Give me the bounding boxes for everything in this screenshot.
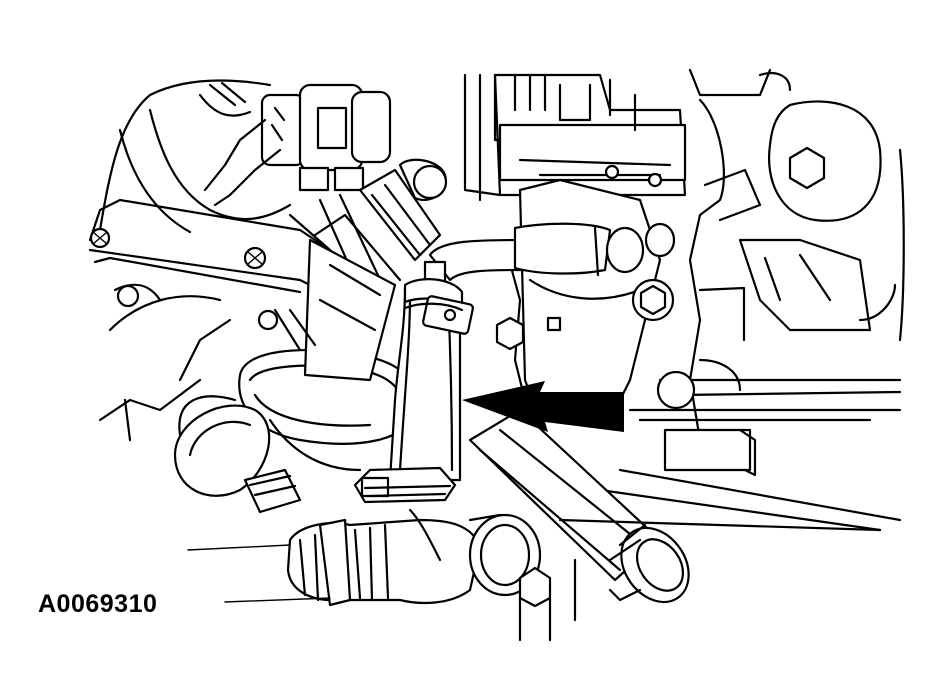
fitting-bolt <box>518 566 552 642</box>
manifold-lower <box>98 283 362 514</box>
bracket-bolt-center <box>243 246 267 270</box>
hose-bracket-bolt <box>495 316 525 351</box>
lower-hose-clamp <box>353 466 457 504</box>
bracket-bolt-left <box>89 227 111 249</box>
electrical-connector <box>203 83 392 207</box>
vertical-hose <box>388 260 464 482</box>
outlet-fitting <box>286 508 542 607</box>
intake-housing <box>88 79 332 294</box>
diagonal-pipe <box>468 408 690 604</box>
lower-right-lines <box>558 518 882 622</box>
valve-body <box>463 73 687 202</box>
upper-hose <box>428 222 676 282</box>
leader-lines <box>187 544 331 603</box>
upper-hose-clamp <box>403 295 474 335</box>
egr-pipe <box>238 213 417 445</box>
valve-bolt <box>631 278 675 322</box>
arrow-left-icon <box>462 381 624 432</box>
cylinder-head <box>598 68 905 532</box>
figure-id-label: A0069310 <box>38 590 158 618</box>
